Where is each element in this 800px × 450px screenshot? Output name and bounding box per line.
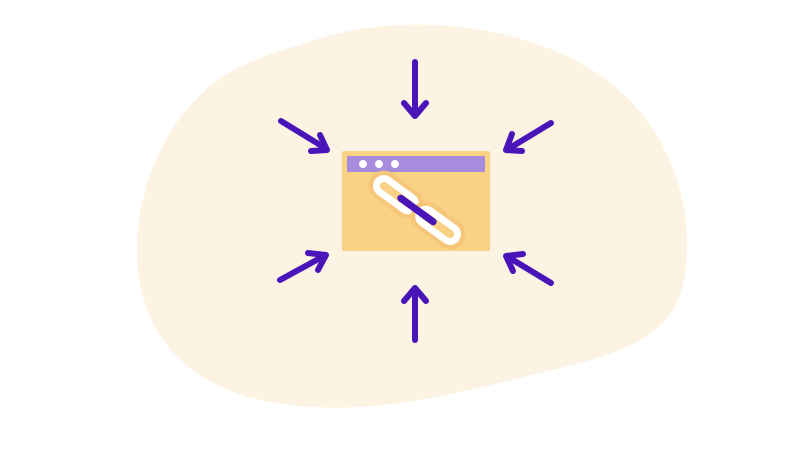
arrow-top-left bbox=[278, 118, 330, 154]
chain-link-bar bbox=[397, 194, 437, 226]
window-dot-1 bbox=[359, 160, 367, 168]
arrow-bottom bbox=[401, 285, 429, 343]
arrow-bottom-left bbox=[277, 250, 329, 283]
chain-link-icon bbox=[368, 170, 466, 250]
arrow-bottom-right bbox=[503, 251, 554, 286]
window-dot-2 bbox=[375, 160, 383, 168]
arrow-top-right bbox=[503, 120, 554, 154]
window-dot-3 bbox=[391, 160, 399, 168]
arrows-group bbox=[277, 59, 554, 343]
arrow-top bbox=[401, 59, 429, 119]
window-titlebar bbox=[347, 156, 485, 172]
